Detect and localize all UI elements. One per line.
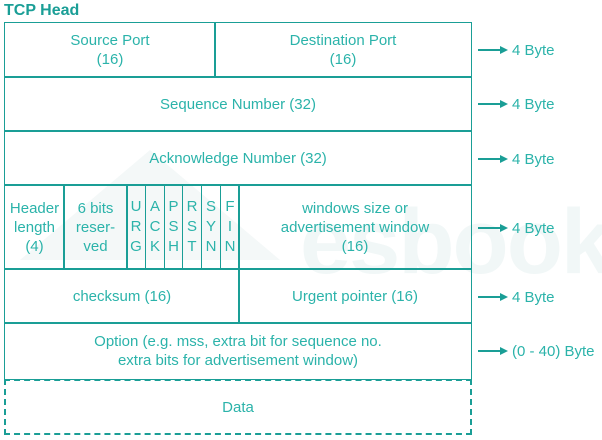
row5-size-annotation: 4 Byte <box>478 287 555 307</box>
row1-size-annotation: 4 Byte <box>478 40 555 60</box>
flag-urg: U R G <box>126 184 146 270</box>
row6-size: (0 - 40) Byte <box>512 342 595 360</box>
acknowledge-number-field: Acknowledge Number (32) <box>4 130 472 186</box>
header-length-field: Header length (4) <box>4 184 65 270</box>
arrow-right-icon <box>500 155 508 163</box>
row3-size-annotation: 4 Byte <box>478 149 555 169</box>
arrow-right-icon <box>500 224 508 232</box>
row3-size: 4 Byte <box>512 150 555 168</box>
sequence-number-field: Sequence Number (32) <box>4 76 472 132</box>
flag-psh: P S H <box>164 184 183 270</box>
reserved-bits-field: 6 bits reser- ved <box>63 184 128 270</box>
checksum-field: checksum (16) <box>4 268 240 324</box>
arrow-right-icon <box>500 293 508 301</box>
urgent-pointer-field: Urgent pointer (16) <box>238 268 472 324</box>
destination-port-field: Destination Port (16) <box>214 22 472 78</box>
row1-size: 4 Byte <box>512 41 555 59</box>
window-size-field: windows size or advertisement window (16… <box>238 184 472 270</box>
arrow-line <box>478 227 500 229</box>
row4-size-annotation: 4 Byte <box>478 218 555 238</box>
flag-fin: F I N <box>220 184 240 270</box>
row2-size-annotation: 4 Byte <box>478 94 555 114</box>
option-field: Option (e.g. mss, extra bit for sequence… <box>4 322 472 380</box>
row5-size: 4 Byte <box>512 288 555 306</box>
row2-size: 4 Byte <box>512 95 555 113</box>
arrow-line <box>478 49 500 51</box>
arrow-right-icon <box>500 100 508 108</box>
flag-rst: R S T <box>182 184 202 270</box>
row4-size: 4 Byte <box>512 219 555 237</box>
flag-syn: S Y N <box>201 184 221 270</box>
diagram-title: TCP Head <box>4 2 80 19</box>
arrow-line <box>478 296 500 298</box>
source-port-field: Source Port (16) <box>4 22 216 78</box>
arrow-right-icon <box>500 347 508 355</box>
data-field: Data <box>4 379 472 435</box>
arrow-right-icon <box>500 46 508 54</box>
arrow-line <box>478 350 500 352</box>
flag-ack: A C K <box>145 184 165 270</box>
arrow-line <box>478 158 500 160</box>
row6-size-annotation: (0 - 40) Byte <box>478 341 595 361</box>
arrow-line <box>478 103 500 105</box>
